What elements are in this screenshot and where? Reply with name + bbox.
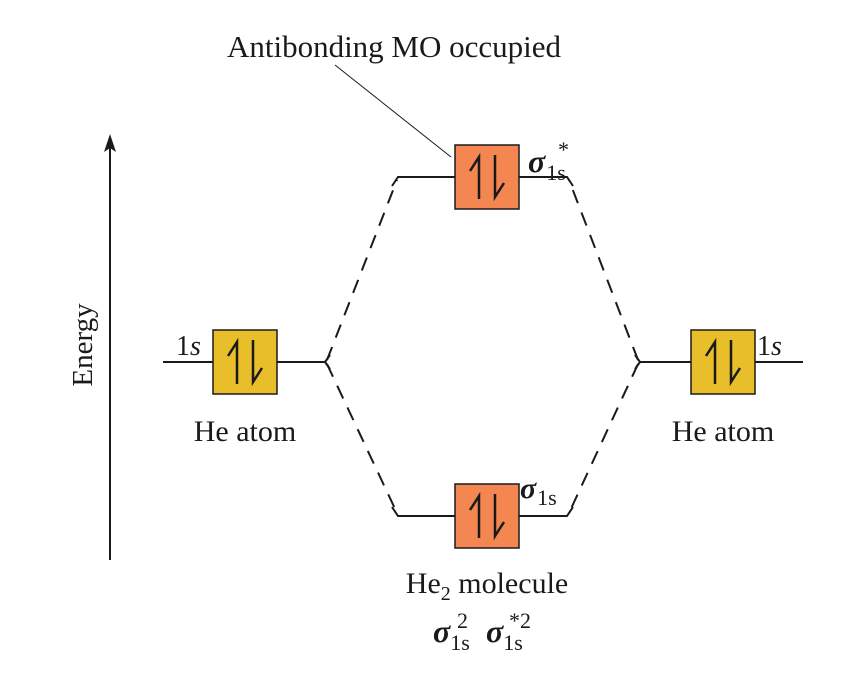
spin-up-arrow-icon [226, 337, 239, 384]
left-to-antibonding-dash [326, 179, 398, 361]
antibonding-star: * [558, 137, 569, 162]
right-branch-tick [634, 354, 641, 370]
right-to-bonding-dash [568, 363, 639, 514]
spin-up-arrow-icon [468, 491, 481, 538]
energy-axis: Energy [67, 134, 116, 560]
config-term-bonding: σ1s [433, 613, 470, 655]
right-orbital-box [690, 329, 756, 395]
left-orbital-box [212, 329, 278, 395]
annotation-leader-line [334, 64, 452, 158]
config-term-bonding-sup: 2 [457, 608, 468, 633]
spin-down-arrow-icon [251, 340, 264, 387]
right-orbital-label: 1s [757, 331, 782, 362]
spin-down-arrow-icon [729, 340, 742, 387]
config-term-antibonding: σ1s [486, 613, 523, 655]
left-branch-tick [324, 354, 331, 370]
spin-up-arrow-icon [704, 337, 717, 384]
correlation-lines [326, 179, 639, 514]
spin-up-arrow-icon [468, 152, 481, 199]
energy-arrow-icon [104, 134, 116, 152]
antibonding-orbital-box [454, 144, 520, 210]
molecule-label: He2 molecule [406, 567, 568, 605]
right-to-antibonding-dash [568, 179, 639, 361]
spin-down-arrow-icon [493, 494, 506, 541]
antibonding-orbital: σ1s * [391, 137, 574, 210]
right-electron-pair-icon [704, 337, 742, 387]
right-atom-label: He atom [672, 415, 774, 448]
left-electron-pair-icon [226, 337, 264, 387]
bonding-electron-pair-icon [468, 491, 506, 541]
right-atom-orbital: 1s He atom [634, 329, 803, 448]
annotation-label: Antibonding MO occupied [227, 29, 562, 64]
energy-axis-label: Energy [67, 303, 99, 387]
antibonding-orbital-label: σ1s [528, 143, 566, 185]
bonding-orbital-box [454, 483, 520, 549]
left-orbital-label: 1s [176, 331, 201, 362]
antibonding-electron-pair-icon [468, 152, 506, 202]
config-term-antibonding-sup: *2 [509, 608, 531, 633]
spin-down-arrow-icon [493, 155, 506, 202]
left-atom-orbital: 1s He atom [163, 329, 331, 448]
bonding-orbital-label: σ1s [520, 472, 557, 510]
left-atom-label: He atom [194, 415, 296, 448]
bonding-orbital: σ1s [391, 472, 574, 549]
left-to-bonding-dash [326, 363, 398, 514]
electron-configuration: σ1s 2 σ1s *2 [433, 608, 531, 655]
